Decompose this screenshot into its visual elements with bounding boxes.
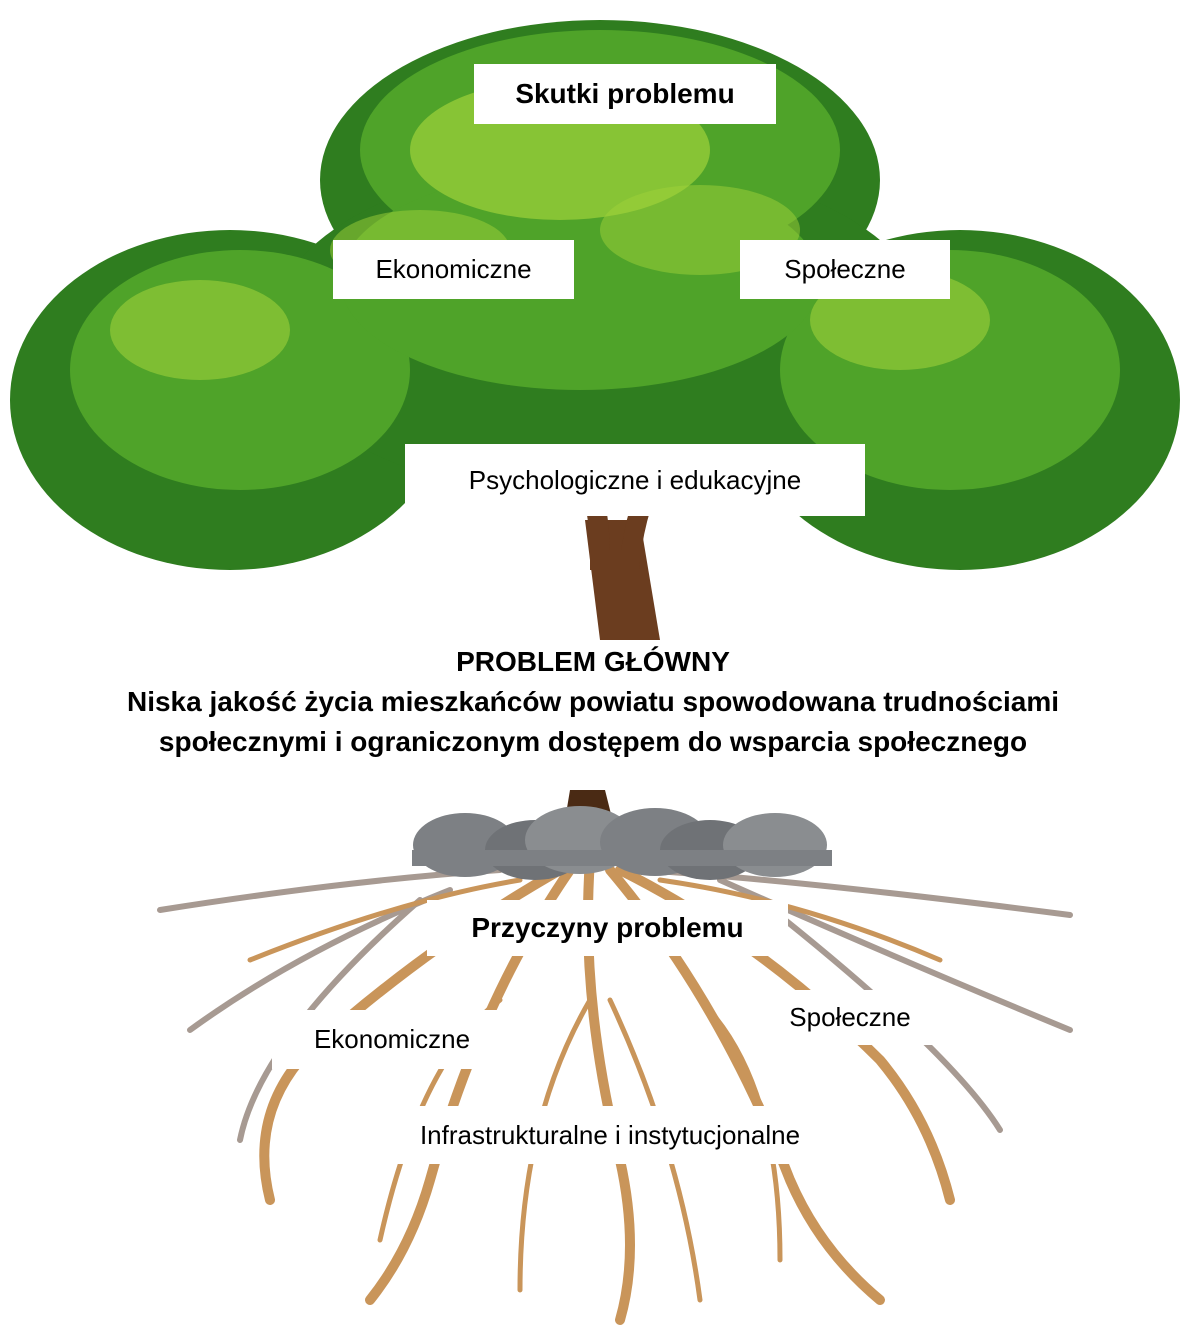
main-problem-title: PROBLEM GŁÓWNY <box>0 642 1186 682</box>
cause-infrastructure-label: Infrastrukturalne i instytucjonalne <box>355 1106 865 1164</box>
main-problem: PROBLEM GŁÓWNY Niska jakość życia mieszk… <box>0 642 1186 762</box>
main-problem-line1: Niska jakość życia mieszkańców powiatu s… <box>0 682 1186 722</box>
effect-psychological-label: Psychologiczne i edukacyjne <box>405 444 865 516</box>
rocks <box>412 806 832 880</box>
effect-social-label: Społeczne <box>740 240 950 299</box>
cause-social-label: Społeczne <box>740 990 960 1045</box>
main-problem-line2: społecznymi i ograniczonym dostępem do w… <box>0 722 1186 762</box>
cause-economic-label: Ekonomiczne <box>272 1010 512 1069</box>
effect-economic-label: Ekonomiczne <box>333 240 574 299</box>
causes-heading: Przyczyny problemu <box>427 900 788 956</box>
effects-heading: Skutki problemu <box>474 64 776 124</box>
